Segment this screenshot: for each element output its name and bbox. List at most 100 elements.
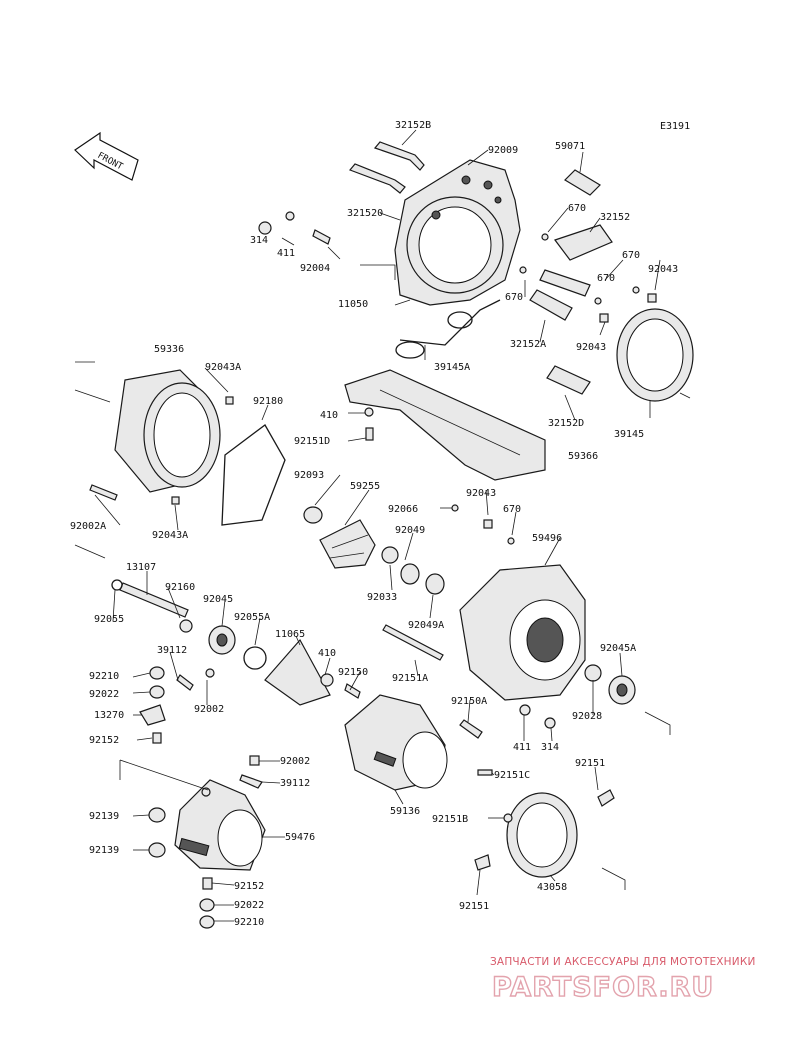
part-label: 92009 [488, 145, 518, 156]
part-label: 92055A [234, 612, 270, 623]
part-label: 59336 [154, 344, 184, 355]
part-label: 92002 [194, 704, 224, 715]
part-label: 314 [541, 742, 559, 753]
part-label: 92151A [392, 673, 428, 684]
part-label: 92002A [70, 521, 106, 532]
part-label: 32152B [395, 120, 431, 131]
part-label: 92055 [94, 614, 124, 625]
small-parts-bottom-left [148, 755, 263, 929]
leader-lines [74, 129, 691, 922]
shaft-32152a [529, 269, 591, 321]
part-label: 32152A [510, 339, 546, 350]
part-label: 411 [513, 742, 531, 753]
part-label: 92043A [152, 530, 188, 541]
pump-case-59496 [459, 564, 586, 701]
part-label: 39112 [280, 778, 310, 789]
part-label: 13107 [126, 562, 156, 573]
part-label: 321520 [347, 208, 383, 219]
part-label: 92022 [89, 689, 119, 700]
part-label: 32152D [548, 418, 584, 429]
part-label: 92210 [89, 671, 119, 682]
part-label: 92043 [648, 264, 678, 275]
part-label: 59255 [350, 481, 380, 492]
part-label: 410 [320, 410, 338, 421]
part-label: 410 [318, 648, 336, 659]
part-label: 92139 [89, 845, 119, 856]
part-label: 670 [505, 292, 523, 303]
part-label: 59476 [285, 832, 315, 843]
part-label: 92066 [388, 504, 418, 515]
part-label: 92045 [203, 594, 233, 605]
part-label: 92002 [280, 756, 310, 767]
bearing-92045 [208, 625, 267, 670]
small-parts-mid [89, 396, 515, 595]
part-label: 13270 [94, 710, 124, 721]
part-label: 92151C [494, 770, 530, 781]
part-label: 92151B [432, 814, 468, 825]
part-label: 11050 [338, 299, 368, 310]
part-label: 92022 [234, 900, 264, 911]
part-label: 92210 [234, 917, 264, 928]
ride-plate-59366 [344, 369, 546, 481]
bracket-32152 [554, 224, 613, 261]
nozzle-59476 [174, 779, 266, 871]
part-label: 92043 [466, 488, 496, 499]
shaft-32152d [546, 365, 591, 395]
part-label: 92151D [294, 436, 330, 447]
part-label: 43058 [537, 882, 567, 893]
part-label: 92093 [294, 470, 324, 481]
part-label: 92151 [459, 901, 489, 912]
steering-ring-43058 [506, 792, 578, 878]
part-label: 92049A [408, 620, 444, 631]
cone-11065 [264, 638, 331, 706]
part-label: 670 [568, 203, 586, 214]
stud-92151a [382, 624, 444, 661]
front-arrow-icon: FRONT [74, 131, 139, 181]
part-label: 92152 [89, 735, 119, 746]
part-label: 92043A [205, 362, 241, 373]
part-label: 670 [597, 273, 615, 284]
small-parts-top [258, 211, 657, 441]
part-label: 670 [503, 504, 521, 515]
part-label: 92043 [576, 342, 606, 353]
part-label: 92151 [575, 758, 605, 769]
watermark-caption: ЗАПЧАСТИ И АКСЕССУАРЫ ДЛЯ МОТОТЕХНИКИ [490, 956, 756, 968]
small-parts-lower-left [139, 666, 556, 744]
ring-39145 [616, 308, 694, 402]
part-label: 92160 [165, 582, 195, 593]
drive-shaft-13107 [111, 579, 193, 633]
part-label: 314 [250, 235, 268, 246]
part-label: 92049 [395, 525, 425, 536]
reducer-59136 [344, 694, 448, 791]
part-label: 59071 [555, 141, 585, 152]
impeller-59255 [319, 519, 376, 569]
part-label: 92004 [300, 263, 330, 274]
part-label: 59366 [568, 451, 598, 462]
diagram-code: E3191 [660, 121, 690, 132]
part-label: 92028 [572, 711, 602, 722]
part-label: 59496 [532, 533, 562, 544]
cylinder-59071 [564, 169, 601, 196]
watermark: ЗАПЧАСТИ И АКСЕССУАРЫ ДЛЯ МОТОТЕХНИКИ PA… [490, 956, 756, 1004]
part-label: 92150 [338, 667, 368, 678]
bearing-92045a [584, 664, 636, 705]
part-label: 670 [622, 250, 640, 261]
part-label: 92033 [367, 592, 397, 603]
part-label: 39145 [614, 429, 644, 440]
seal-39145a [395, 299, 501, 359]
part-label: 92139 [89, 811, 119, 822]
part-label: 39112 [157, 645, 187, 656]
part-label: 59136 [390, 806, 420, 817]
gasket-92180 [221, 424, 286, 526]
pump-housing-shape [394, 159, 521, 306]
shaft-321520 [348, 163, 406, 194]
watermark-logo: PARTSFOR.RU [492, 972, 714, 1003]
part-label: 92152 [234, 881, 264, 892]
part-label: 11065 [275, 629, 305, 640]
small-parts-bottom-right [474, 769, 615, 871]
part-label: 92045A [600, 643, 636, 654]
part-labels: 32152B 92009 59071 670 321520 32152 314 … [70, 120, 678, 928]
part-label: 39145A [434, 362, 470, 373]
part-label: 92150A [451, 696, 487, 707]
